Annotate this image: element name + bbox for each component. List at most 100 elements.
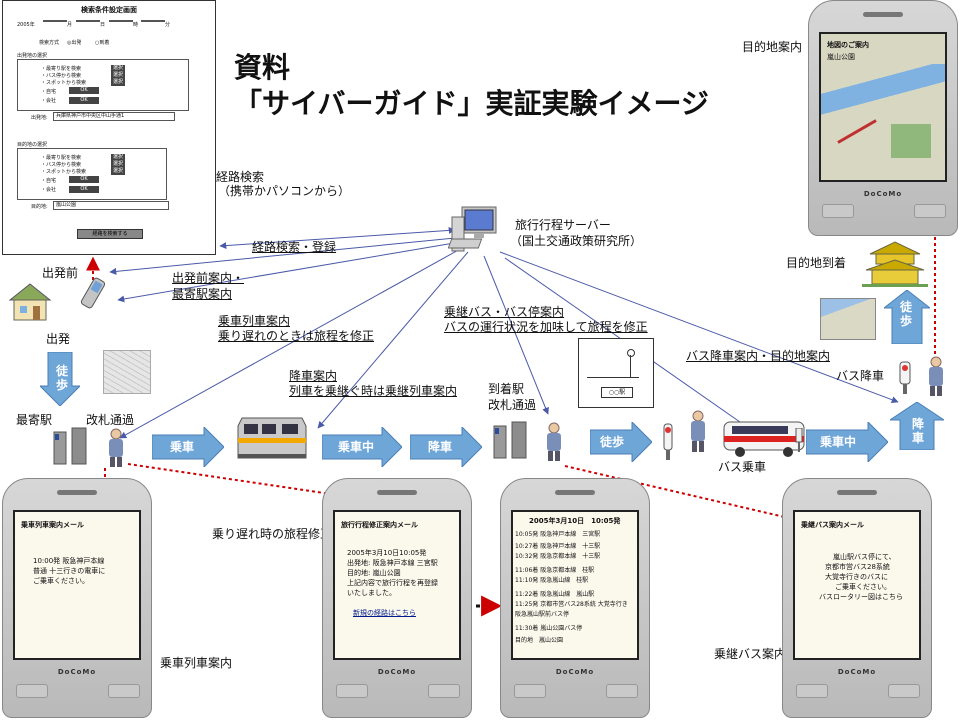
- phone-brand: DoCoMo: [555, 668, 595, 676]
- dest-home-ok-button[interactable]: OK: [69, 176, 99, 183]
- phone-screen: 乗車列車案内メール 10:00発 阪急神戸本線 普通 十三行きの電車に ご乗車く…: [13, 510, 141, 660]
- route-search-sub-caption: （携帯かパソコンから）: [218, 184, 351, 198]
- red-link-phone4: [564, 465, 808, 526]
- link-train: [317, 251, 469, 429]
- day-select[interactable]: [76, 20, 100, 22]
- itinerary-row-1: 10:05発 阪急神戸本線 三宮駅: [515, 531, 601, 538]
- map-sub: 嵐山公園: [827, 53, 855, 61]
- link-arrival: [483, 255, 549, 415]
- origin-opt-office: ・会社: [41, 98, 57, 104]
- bus-rotary-link[interactable]: バスロータリー図はこちら: [819, 593, 903, 601]
- origin-select-bus-button[interactable]: 選択: [111, 72, 125, 79]
- mail-line-5: いたしました。: [347, 589, 396, 597]
- dest-section-title: 目的地の選択: [17, 142, 48, 148]
- label-train-guide-caption: 乗車列車案内: [160, 656, 233, 670]
- origin-select-station-button[interactable]: 選択: [111, 65, 125, 72]
- arrival-person-icon: [547, 422, 561, 461]
- label-arrival-station: 到着駅: [488, 382, 525, 396]
- itinerary-row-4: 11:06着 阪急京都本線 桂駅: [515, 567, 595, 574]
- phone-screen: 地図のご案内 嵐山公園: [819, 32, 947, 182]
- walk-arrow-2: [590, 422, 652, 462]
- origin-input[interactable]: 兵庫県神戸市中央区中山手通1: [53, 112, 175, 121]
- label-departure: 出発: [46, 332, 71, 346]
- person-icon: [109, 428, 123, 467]
- label-ticket-gate: 改札通過: [86, 413, 135, 427]
- destination-map[interactable]: [821, 64, 945, 180]
- label-registration: 経路検索・登録: [252, 240, 337, 254]
- label-nearest-station: 最寄駅: [16, 413, 53, 427]
- origin-opt-spot: ・スポットから検索: [41, 80, 87, 86]
- server-label: 旅行行程サーバー: [515, 218, 611, 232]
- origin-office-ok-button[interactable]: OK: [69, 97, 99, 104]
- label-train-guide-2: 乗り遅れのときは旅程を修正: [218, 329, 375, 343]
- origin-label: 出発地:: [31, 115, 48, 121]
- phone-itinerary-fix: 旅行行程修正案内メール 2005年3月10日10:05発 出発地: 阪急神戸本線…: [322, 478, 472, 718]
- dest-office-ok-button[interactable]: OK: [69, 186, 99, 193]
- bus-riding-arrow-label: 乗車中: [820, 435, 857, 449]
- train-icon: [237, 417, 307, 459]
- phone-train-guide: 乗車列車案内メール 10:00発 阪急神戸本線 普通 十三行きの電車に ご乗車く…: [2, 478, 152, 718]
- mail-line-1: 2005年3月10日10:05発: [347, 549, 427, 557]
- board-arrow: [152, 427, 224, 467]
- origin-opt-home: ・自宅: [41, 89, 57, 95]
- link-pre-dep: [109, 237, 456, 275]
- ticket-gate-icon: [53, 427, 87, 465]
- phone-brand: DoCoMo: [377, 668, 417, 676]
- dest-input[interactable]: 嵐山公園: [53, 201, 169, 210]
- label-alight-guide-1: 降車案内: [289, 369, 338, 383]
- red-link-phone2: [127, 463, 407, 511]
- board-arrow-label: 乗車: [170, 440, 195, 454]
- label-transfer-bus-caption: 乗継バス案内: [714, 647, 787, 661]
- month-select[interactable]: [43, 20, 67, 22]
- itinerary-row-5: 11:10発 阪急嵐山線 桂駅: [515, 577, 589, 584]
- house-icon: [8, 283, 52, 321]
- label-arrival-gate: 改札通過: [488, 398, 537, 412]
- origin-section-title: 出発地の選択: [17, 53, 48, 59]
- mail-line-4: 上記内容で旅行行程を再登録: [347, 579, 438, 587]
- mobile-phone-icon: [80, 277, 106, 309]
- origin-options-box: [17, 59, 189, 111]
- dest-select-spot-button[interactable]: 選択: [111, 168, 125, 175]
- arrival-ticket-gate-icon: [493, 421, 527, 459]
- phone-screen: 乗継バス案内メール 嵐山駅バス停にて、 京都市営バス28系統 大覚寺行きのバスに…: [793, 510, 921, 660]
- station-map-thumbnail: [103, 350, 151, 394]
- title-line1: 資料: [234, 51, 291, 84]
- label-destination-arrival: 目的地到着: [786, 256, 847, 270]
- itinerary-row-3: 10:32発 阪急京都本線 十三駅: [515, 553, 601, 560]
- bus-stop-pole-small-icon: [795, 428, 803, 452]
- radio-departure[interactable]: ◎出発: [67, 40, 82, 46]
- mail-header: 旅行行程修正案内メール: [341, 521, 418, 529]
- dest-label: 目的地:: [31, 204, 48, 210]
- search-route-button[interactable]: 経路を検索する: [77, 229, 143, 239]
- phone-brand: DoCoMo: [837, 668, 877, 676]
- mail-header: 乗継バス案内メール: [801, 521, 864, 529]
- origin-home-ok-button[interactable]: OK: [69, 87, 99, 94]
- dest-person-icon: [929, 356, 943, 396]
- itinerary-row-9: 11:30着 嵐山公園バス停: [515, 625, 583, 632]
- mail-line-2: 出発地: 阪急神戸本線 三宮駅: [347, 559, 438, 567]
- label-bus-guide-1: 乗継バス・バス停案内: [444, 305, 565, 319]
- search-form-panel: 検索条件設定画面 2005年 月 日 時 分 検索方式 ◎出発 ○到着 出発地の…: [2, 0, 216, 255]
- dest-select-bus-button[interactable]: 選択: [111, 161, 125, 168]
- minute-select[interactable]: [141, 20, 165, 22]
- mail-line-1: 嵐山駅バス停にて、: [833, 553, 896, 561]
- itinerary-header: 2005年3月10日 10:05発: [529, 517, 621, 525]
- map-header: 地図のご案内: [827, 41, 869, 49]
- mail-line-4: ご乗車ください。: [835, 583, 891, 591]
- mail-line-3: ご乗車ください。: [33, 577, 89, 585]
- new-route-link[interactable]: 新規の経路はこちら: [353, 609, 416, 617]
- label-pre-departure-2: 最寄駅案内: [172, 287, 233, 301]
- bus-icon: [723, 421, 805, 457]
- itinerary-row-8: 阪急嵐山駅前バス停: [515, 611, 570, 618]
- phone-screen: 旅行行程修正案内メール 2005年3月10日10:05発 出発地: 阪急神戸本線…: [333, 510, 461, 660]
- hour-select[interactable]: [109, 20, 133, 22]
- dest-select-station-button[interactable]: 選択: [111, 154, 125, 161]
- walk-up-arrow-label: 徒歩: [900, 300, 913, 328]
- radio-arrival[interactable]: ○到着: [95, 40, 110, 46]
- dest-opt-home: ・自宅: [41, 178, 57, 184]
- link-bus: [499, 251, 899, 404]
- dest-opt-bus: ・バス停から検索: [41, 162, 82, 168]
- label-destination-guide: 目的地案内: [742, 40, 803, 54]
- dest-opt-spot: ・スポットから検索: [41, 169, 87, 175]
- origin-select-spot-button[interactable]: 選択: [111, 79, 125, 86]
